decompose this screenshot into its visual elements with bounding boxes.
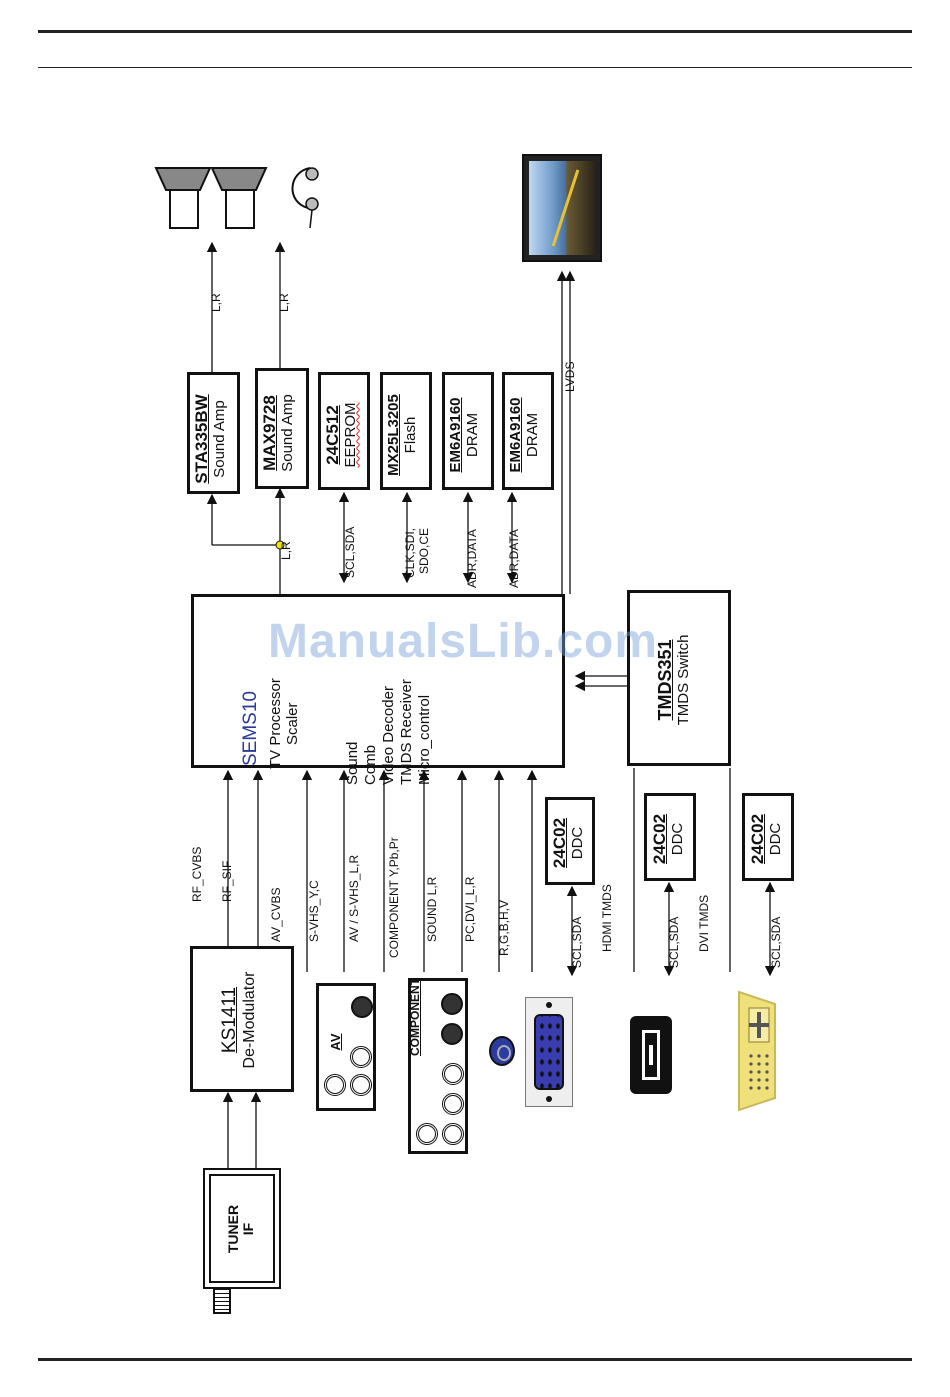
component-connector-label: COMPONENT — [408, 978, 422, 1056]
rca-jack-icon — [350, 1046, 372, 1068]
av-connector-label: AV — [328, 1033, 343, 1051]
av-connector-panel: AV — [316, 983, 376, 1111]
signal-scl-sda-eeprom: SCL,SDA — [343, 526, 357, 578]
bottom-rule — [38, 1358, 912, 1361]
pc-audio-jack-icon — [489, 1036, 515, 1066]
tuner-rf-connector — [213, 1288, 231, 1314]
signal-flash-bus-2: SDO,CE — [417, 527, 431, 574]
processor-part: SEMS10 — [240, 691, 261, 766]
speaker-icon — [225, 189, 255, 229]
signal-junction-dot — [275, 540, 285, 550]
ddc-hdmi-part: 24C02 — [650, 813, 669, 865]
tmds-switch-block: TMDS351 TMDS Switch — [627, 590, 731, 766]
ddc-vga-block: 24C02 DDC — [545, 797, 595, 885]
ddc-vga-desc: DDC — [568, 826, 586, 860]
rca-jack-icon — [442, 1093, 464, 1115]
sound-amp-1-part: STA335BW — [192, 394, 211, 484]
eeprom-part: 24C512 — [323, 405, 342, 465]
ddc-dvi-part: 24C02 — [748, 813, 767, 865]
signal-scl-sda-vga: SCL,SDA — [570, 916, 584, 968]
signal-lr-headphone: L,R — [277, 293, 291, 312]
signal-scl-sda-dvi: SCL,SDA — [769, 916, 783, 968]
ddc-vga-part: 24C02 — [550, 817, 569, 869]
top-rule-thin — [38, 67, 912, 68]
dram-1-desc: DRAM — [463, 412, 481, 458]
speaker-icons — [154, 167, 268, 229]
ddc-hdmi-block: 24C02 DDC — [644, 793, 696, 881]
signal-av-svhs-lr: AV / S-VHS_L,R — [347, 854, 361, 942]
signal-scl-sda-hdmi: SCL,SDA — [667, 916, 681, 968]
lcd-panel-icon — [522, 154, 602, 262]
ddc-hdmi-desc: DDC — [668, 822, 686, 856]
eeprom-block: 24C512 EEPROM — [318, 372, 370, 490]
svideo-jack-icon — [441, 1023, 463, 1045]
dram-1-part: EM6A9160 — [447, 397, 464, 473]
flash-desc: Flash — [401, 416, 419, 454]
signal-lr-amp: L,R — [279, 541, 293, 560]
demodulator-desc: De-Modulator — [240, 971, 258, 1069]
speaker-icon — [154, 167, 212, 191]
rca-jack-icon — [442, 1063, 464, 1085]
speaker-icon — [169, 189, 199, 229]
signal-pc-dvi-lr: PC,DVI_L,R — [463, 876, 477, 942]
rca-jack-icon — [350, 1074, 372, 1096]
signal-flash-bus-1: CLK,SDI, — [403, 527, 417, 578]
tuner-block: TUNER IF — [203, 1168, 281, 1289]
rca-jack-icon — [416, 1123, 438, 1145]
ddc-dvi-block: 24C02 DDC — [742, 793, 794, 881]
dram-2-desc: DRAM — [523, 412, 541, 458]
sound-amp-1-block: STA335BW Sound Amp — [187, 372, 240, 494]
dram-1-block: EM6A9160 DRAM — [442, 372, 494, 490]
dram-2-block: EM6A9160 DRAM — [502, 372, 554, 490]
flash-part: MX25L3205 — [385, 394, 402, 476]
signal-svhs-yc: S-VHS_Y,C — [307, 880, 321, 942]
svideo-jack-icon — [441, 993, 463, 1015]
signal-component: COMPONENT Y,Pb,Pr — [387, 837, 401, 958]
sound-amp-2-desc: Sound Amp — [278, 394, 296, 472]
processor-block: SEMS10 TV Processor Scaler Sound Comb Vi… — [191, 594, 565, 785]
tmds-switch-desc: TMDS Switch — [674, 634, 692, 726]
signal-av-cvbs: AV_CVBS — [269, 887, 283, 942]
signal-rf-cvbs: RF_CVBS — [190, 846, 204, 902]
ddc-dvi-desc: DDC — [766, 822, 784, 856]
signal-rf-sif: RF_SIF — [220, 860, 234, 902]
signal-dvi-tmds: DVI TMDS — [697, 894, 711, 952]
sound-amp-1-desc: Sound Amp — [210, 400, 228, 478]
eeprom-desc: EEPROM — [341, 402, 359, 468]
tuner-label: TUNER IF — [225, 1204, 257, 1254]
signal-hdmi-tmds: HDMI TMDS — [600, 884, 614, 952]
vga-connector-icon — [525, 997, 573, 1107]
svideo-jack-icon — [351, 996, 373, 1018]
flash-block: MX25L3205 Flash — [380, 372, 432, 490]
headphone-icon — [291, 167, 319, 229]
signal-rgbhv: R,G,B,H,V — [497, 899, 511, 956]
sound-amp-2-part: MAX9728 — [260, 395, 279, 471]
demodulator-block: KS1411 De-Modulator — [190, 946, 294, 1092]
rca-jack-icon — [442, 1123, 464, 1145]
watermark: ManualsLib.com — [268, 615, 659, 668]
signal-adr-data-1: ADR,DATA — [465, 529, 479, 588]
tmds-switch-part: TMDS351 — [655, 639, 675, 721]
dram-2-part: EM6A9160 — [507, 397, 524, 473]
signal-sound-lr: SOUND L,R — [425, 876, 439, 942]
top-rule-thick — [38, 30, 912, 33]
signal-lr-speaker: L,R — [209, 293, 223, 312]
rca-jack-icon — [324, 1074, 346, 1096]
demodulator-part: KS1411 — [219, 986, 240, 1054]
speaker-icon — [210, 167, 268, 191]
signal-adr-data-2: ADR,DATA — [507, 529, 521, 588]
signal-lvds: LVDS — [563, 361, 577, 392]
dvi-connector-icon — [735, 990, 779, 1112]
sound-amp-2-block: MAX9728 Sound Amp — [255, 368, 309, 489]
hdmi-connector-icon — [630, 1016, 672, 1094]
component-connector-panel: COMPONENT — [408, 978, 468, 1154]
